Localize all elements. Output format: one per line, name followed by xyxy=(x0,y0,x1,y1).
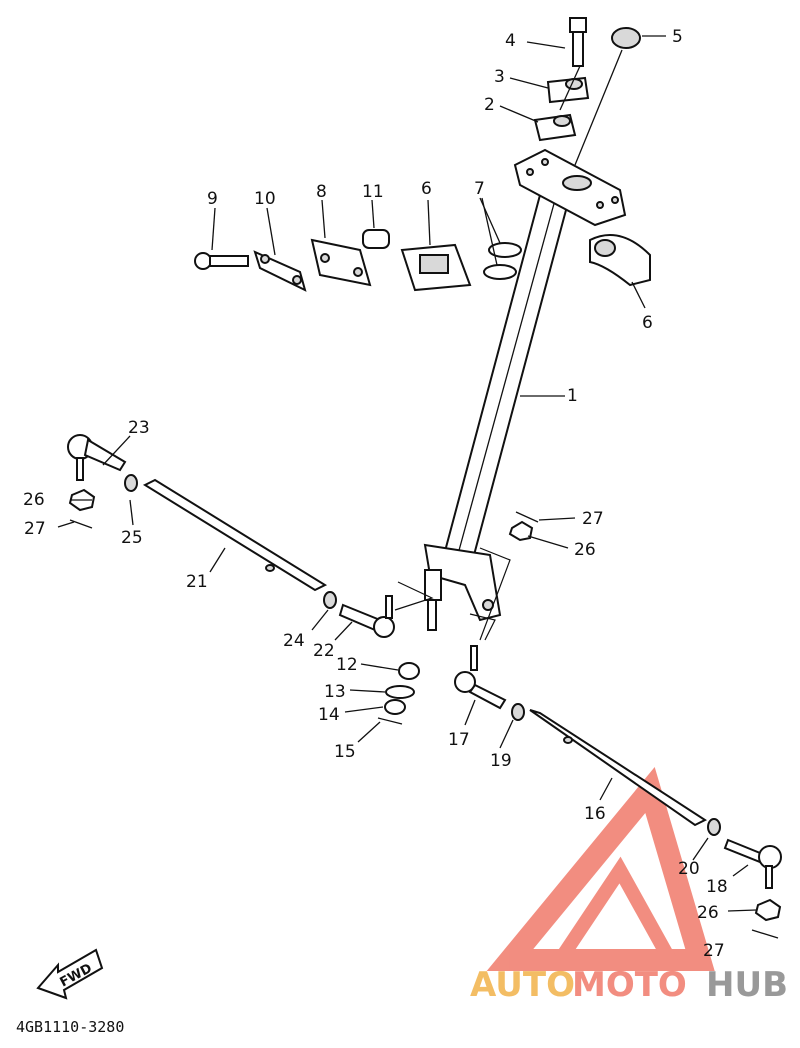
collar xyxy=(362,229,390,249)
label-part-10: 10 xyxy=(254,189,276,209)
bracket-plate xyxy=(310,238,372,287)
label-part-17: 17 xyxy=(448,730,470,750)
watermark-moto: MOTO xyxy=(572,965,687,1005)
label-part-24: 24 xyxy=(283,631,305,651)
label-part-5: 5 xyxy=(672,27,683,47)
label-part-25: 25 xyxy=(121,528,143,548)
lock-plate xyxy=(253,250,307,292)
fwd-arrow-icon: FWD xyxy=(36,948,104,1000)
label-part-8: 8 xyxy=(316,182,327,202)
label-part-1: 1 xyxy=(567,386,578,406)
watermark-wordmark: AUTO MOTO HUB xyxy=(470,965,788,1005)
label-part-13: 13 xyxy=(324,682,346,702)
label-part-19: 19 xyxy=(490,751,512,771)
label-part-11: 11 xyxy=(362,182,384,202)
rod-end-inner-left xyxy=(338,595,395,638)
label-part-16: 16 xyxy=(584,804,606,824)
label-part-27-left: 27 xyxy=(24,519,46,539)
label-part-6-right: 6 xyxy=(642,313,653,333)
label-part-9: 9 xyxy=(207,189,218,209)
cap xyxy=(611,27,641,49)
watermark-auto: AUTO xyxy=(470,965,575,1005)
label-part-4: 4 xyxy=(505,31,516,51)
label-part-12: 12 xyxy=(336,655,358,675)
label-part-23: 23 xyxy=(128,418,150,438)
label-part-15: 15 xyxy=(334,742,356,762)
watermark-logo xyxy=(486,766,715,971)
label-part-18: 18 xyxy=(706,877,728,897)
part-labels: 4 5 3 2 9 10 8 11 6 7 6 1 23 26 27 25 21… xyxy=(23,27,728,961)
label-part-27-upper: 27 xyxy=(582,509,604,529)
tie-rod-right xyxy=(529,709,708,827)
label-part-2: 2 xyxy=(484,95,495,115)
label-part-20: 20 xyxy=(678,859,700,879)
label-part-26-lower: 26 xyxy=(697,903,719,923)
bolt-side xyxy=(194,252,249,270)
pitman-parts xyxy=(377,599,437,725)
steering-shaft xyxy=(423,148,627,622)
rod-end-right xyxy=(723,838,782,889)
tie-rod-left xyxy=(142,478,328,592)
rod-end-inner-right xyxy=(454,645,507,710)
clamp-lower xyxy=(533,113,577,142)
drawing-code: 4GB1110-3280 xyxy=(16,1018,124,1036)
bushing-holder-left xyxy=(400,243,472,292)
rod-end-left xyxy=(67,434,127,481)
bolt-top xyxy=(569,17,587,67)
bushing-holder-right xyxy=(589,234,651,287)
clamp-upper xyxy=(546,76,590,104)
label-part-6-left: 6 xyxy=(421,179,432,199)
label-part-3: 3 xyxy=(494,67,505,87)
label-part-14: 14 xyxy=(318,705,340,725)
label-part-26-upper: 26 xyxy=(574,540,596,560)
label-part-7: 7 xyxy=(474,179,485,199)
label-part-27-lower: 27 xyxy=(703,941,725,961)
label-part-26-left: 26 xyxy=(23,490,45,510)
oil-seals xyxy=(483,242,522,280)
label-part-21: 21 xyxy=(186,572,208,592)
label-part-22: 22 xyxy=(313,641,335,661)
watermark-hub: HUB xyxy=(706,965,788,1005)
